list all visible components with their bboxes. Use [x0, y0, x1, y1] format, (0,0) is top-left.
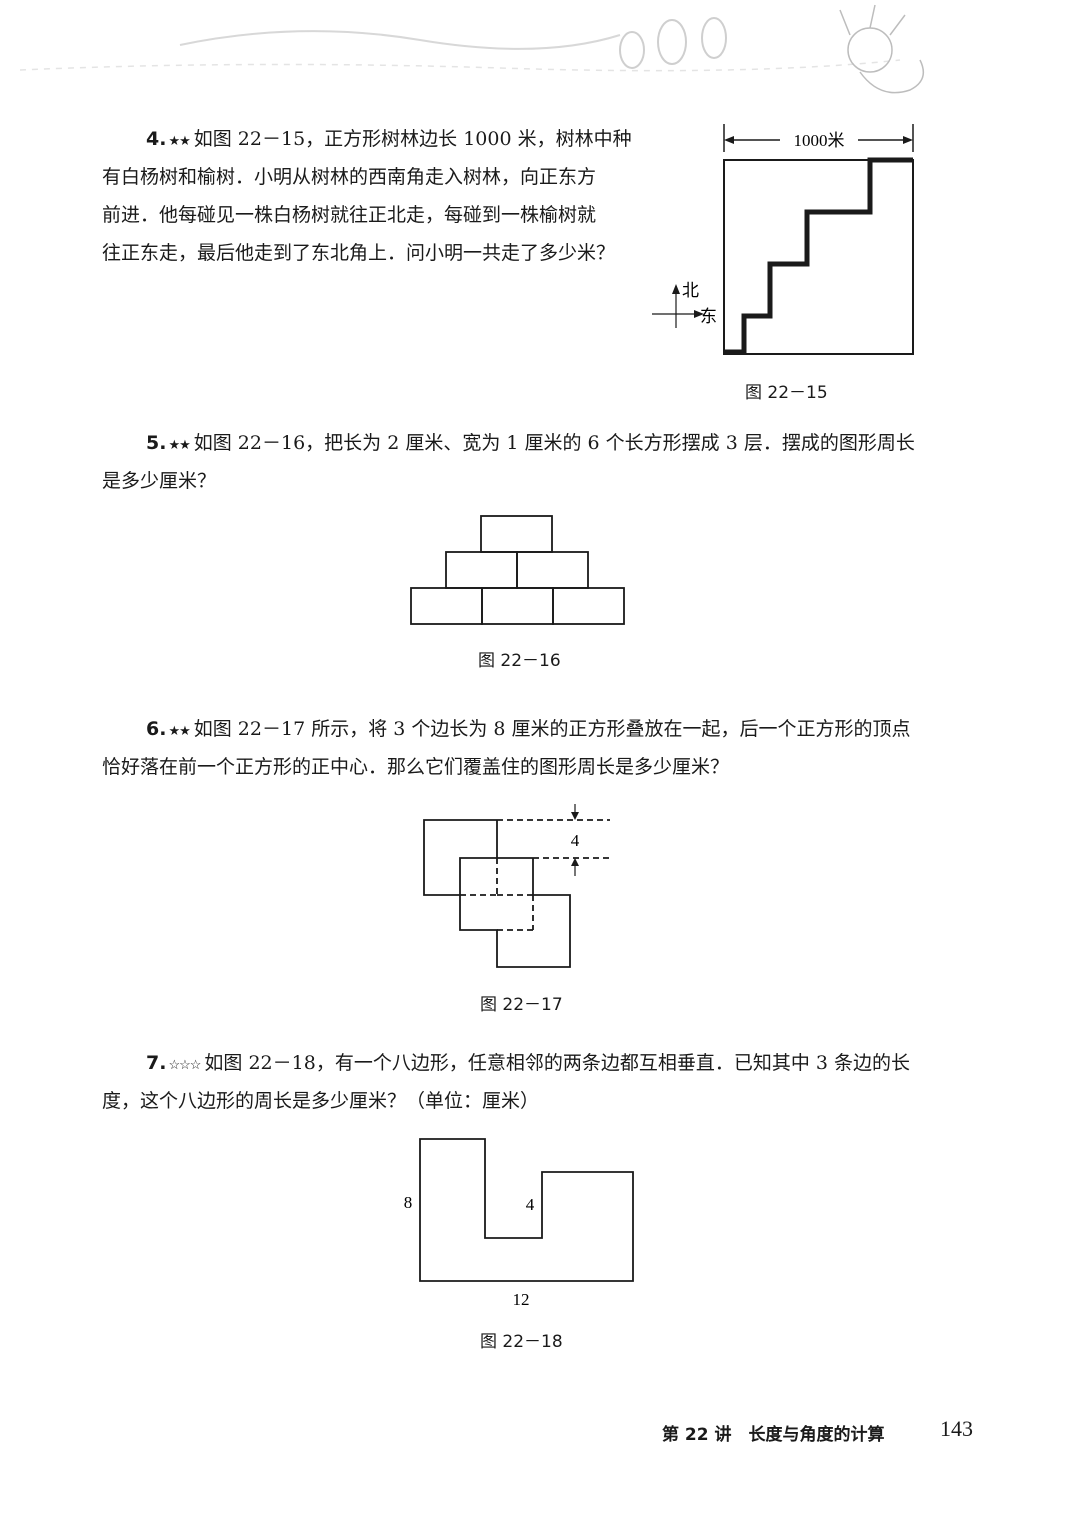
offset-label: 4 [571, 831, 580, 850]
problem-7-body: 度，这个八边形的周长是多少厘米？（单位：厘米） [102, 1082, 952, 1120]
difficulty-stars: ★★ [168, 134, 190, 149]
rectangle-middle-left [445, 551, 518, 589]
octagon-shape [419, 1138, 634, 1282]
page-number: 143 [940, 1416, 973, 1441]
problem-text-line: 如图 22－16，把长为 2 厘米、宽为 1 厘米的 6 个长方形摆成 3 层．… [193, 432, 915, 454]
problem-number: 5. [146, 432, 167, 454]
figure-22-16-brick-pyramid [410, 515, 625, 625]
side-label-left: 8 [404, 1193, 413, 1212]
problem-text-line: 如图 22－18，有一个八边形，任意相邻的两条边都互相垂直．已知其中 3 条边的… [204, 1052, 910, 1074]
problem-5: 5.★★如图 22－16，把长为 2 厘米、宽为 1 厘米的 6 个长方形摆成 … [146, 424, 956, 465]
problem-text-line: 如图 22－15，正方形树林边长 1000 米，树林中种 [193, 128, 632, 150]
problem-text-line: 有白杨树和榆树．小明从树林的西南角走入树林，向正东方 [102, 166, 597, 188]
problem-text-line: 恰好落在前一个正方形的正中心．那么它们覆盖住的图形周长是多少厘米？ [102, 756, 730, 778]
compass-east-label: 东 [700, 307, 717, 326]
walking-path [724, 157, 913, 355]
problem-5-body: 是多少厘米？ [102, 462, 952, 500]
compass-north-label: 北 [682, 281, 699, 300]
difficulty-stars: ★★ [168, 438, 190, 453]
problem-number: 7. [146, 1052, 167, 1074]
problem-text-line: 前进．他每碰见一株白杨树就往正北走，每碰到一株榆树就 [102, 204, 597, 226]
problem-6-body: 恰好落在前一个正方形的正中心．那么它们覆盖住的图形周长是多少厘米？ [102, 748, 952, 786]
side-label-inner: 4 [526, 1195, 535, 1214]
problem-4: 4.★★如图 22－15，正方形树林边长 1000 米，树林中种 [146, 120, 646, 161]
side-label-bottom: 12 [513, 1290, 530, 1309]
problem-text-line: 是多少厘米？ [102, 470, 217, 492]
problem-7: 7.☆☆☆如图 22－18，有一个八边形，任意相邻的两条边都互相垂直．已知其中 … [146, 1044, 956, 1085]
width-label: 1000米 [794, 131, 845, 150]
rectangle-middle-right [516, 551, 589, 589]
rectangle-bottom-center [481, 587, 554, 625]
problem-4-body: 有白杨树和榆树．小明从树林的西南角走入树林，向正东方 前进．他每碰见一株白杨树就… [102, 158, 652, 272]
header-decoration-illustration [19, 4, 925, 94]
rectangle-bottom-left [410, 587, 483, 625]
rectangle-top [480, 515, 553, 553]
figure-caption: 图 22－16 [478, 651, 561, 671]
figure-caption: 图 22－17 [480, 995, 563, 1015]
figure-caption: 图 22－15 [745, 383, 828, 403]
problem-number: 6. [146, 718, 167, 740]
problem-text-line: 如图 22－17 所示，将 3 个边长为 8 厘米的正方形叠放在一起，后一个正方… [193, 718, 911, 740]
problem-6: 6.★★如图 22－17 所示，将 3 个边长为 8 厘米的正方形叠放在一起，后… [146, 710, 956, 751]
figure-22-18-octagon: 8 4 12 [404, 1138, 634, 1309]
problem-text-line: 往正东走，最后他走到了东北角上．问小明一共走了多少米？ [102, 242, 616, 264]
rectangle-bottom-right [552, 587, 625, 625]
difficulty-stars: ☆☆☆ [168, 1058, 201, 1073]
figure-22-15-forest-path: 1000米 北 东 [652, 124, 914, 355]
problem-number: 4. [146, 128, 167, 150]
figure-22-17-overlapping-squares: 4 [423, 804, 610, 968]
figure-caption: 图 22－18 [480, 1332, 563, 1352]
chapter-footer: 第 22 讲 长度与角度的计算 [662, 1425, 885, 1445]
difficulty-stars: ★★ [168, 724, 190, 739]
problem-text-line: 度，这个八边形的周长是多少厘米？（单位：厘米） [102, 1090, 540, 1112]
